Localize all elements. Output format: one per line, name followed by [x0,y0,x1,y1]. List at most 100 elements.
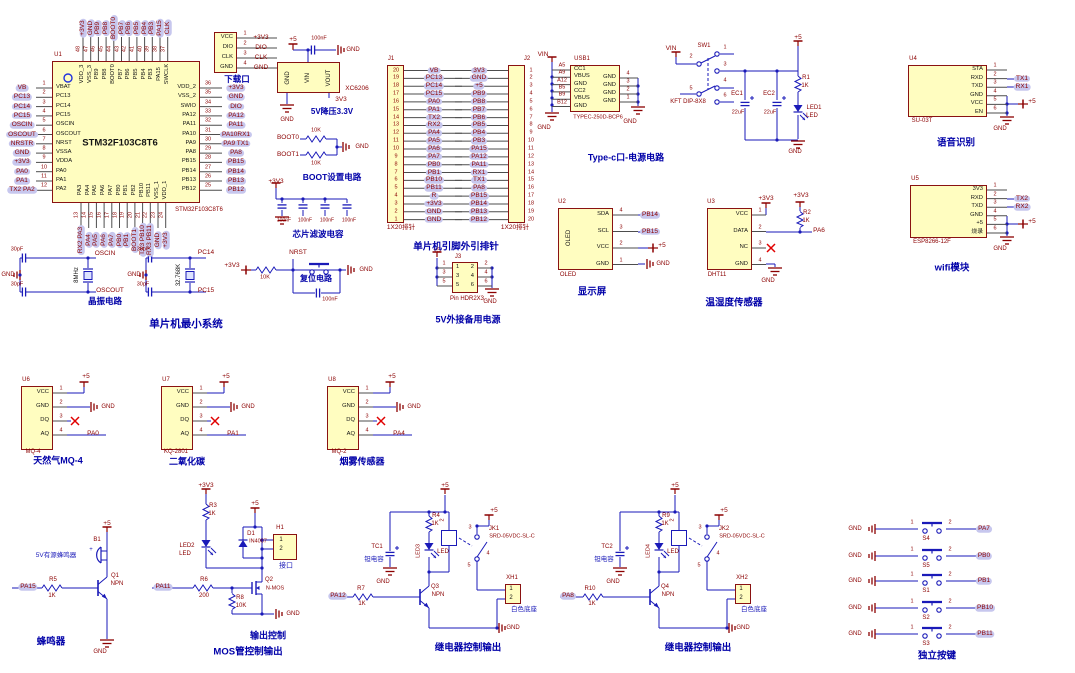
text-label: 3V3 [972,186,983,193]
text-label: VCC [36,389,49,396]
text-label: 接口 [279,562,293,570]
component-H1-header[interactable] [273,534,297,560]
text-label: 18 [111,211,118,219]
text-label: BOOT0 [276,133,300,141]
text-label: GND [603,82,616,89]
text-label: 2 [42,89,46,96]
net-label: +3V3 [226,83,246,92]
text-label: 4 [484,269,488,276]
net-label: PC15 [423,89,445,98]
text-label: TC1 [371,544,383,550]
component-XC6206[interactable] [277,62,340,93]
text-label: R3 [209,503,217,509]
component-U6-MQ4[interactable] [21,386,53,450]
text-label: EC1 [731,91,743,97]
text-label: Pin HDR2X3 [449,296,485,302]
net-label: PA5 [426,136,442,145]
text-label: 9 [42,154,46,161]
text-label: R7 [357,586,365,592]
net-label: PA8 [560,591,576,600]
ref-des: H1 [276,525,284,531]
section-title: 独立按键 [917,650,957,662]
text-label: 2 [948,598,952,605]
component-U4-SU03T[interactable] [908,65,987,117]
net-label: PA0 [14,167,30,175]
text-label: 3 [468,524,472,531]
text-label: PA4 [84,184,91,196]
component-J2[interactable] [508,65,525,223]
text-label: R2 [803,210,811,216]
component-U2-OLED[interactable] [558,208,613,270]
text-label: PA1 [227,429,239,437]
text-label: MQ-2 [331,449,347,455]
component-download-port[interactable] [214,32,237,73]
relay-coil-box[interactable] [441,530,457,546]
text-label: 100nF [322,296,338,303]
text-label: PA15 [156,67,163,81]
net-label: PB7 [470,105,488,113]
component-U5-ESP8266[interactable] [910,185,987,238]
text-label: 2 [243,40,247,47]
net-label: PA6 [426,144,442,153]
net-label: GND [226,93,246,101]
text-label: VCC [735,211,748,218]
text-label: PA10 [182,130,196,137]
text-label: 15 [392,106,400,112]
component-XH-socket[interactable] [735,584,751,604]
text-label: 4 [529,90,533,97]
text-label: 32.768K [176,263,182,287]
net-label: PA11 [153,582,173,591]
component-U7-KQ2801[interactable] [161,386,193,450]
text-label: PC14 [197,248,215,256]
ref-des: U3 [707,199,715,205]
net-label: VB [15,83,29,92]
text-label: DHT11 [707,272,727,278]
text-label: S3 [922,641,930,647]
component-J1[interactable] [387,65,404,223]
relay-coil-box[interactable] [671,530,687,546]
text-label: 6 [993,225,997,232]
text-label: +5 [441,481,449,489]
component-U1-STM32F103C8T6[interactable] [52,61,200,203]
text-label: 3 [59,413,63,420]
section-title: 蜂鸣器 [36,636,66,648]
component-USB1-typec[interactable] [570,65,620,112]
text-label: R6 [200,577,208,583]
text-label: EN [974,109,983,116]
component-XH-socket[interactable] [505,584,521,604]
text-label: + [89,547,93,553]
component-J3[interactable] [452,262,478,293]
net-label: PA1 [14,176,30,185]
section-title: 显示屏 [577,286,607,298]
text-label: 30 [204,136,212,143]
text-label: VCC [176,389,189,396]
net-label: PA15 [18,582,38,591]
text-label: GND [623,119,637,125]
text-label: R4 [432,513,440,519]
section-title: 继电器控制输出 [664,642,732,654]
net-label: 3V3 [471,66,487,74]
section-title: MOS管控制输出 [213,646,283,658]
text-label: +5 [388,372,396,380]
text-label: PC14 [56,102,71,109]
text-label: 1X20排针 [500,223,530,231]
text-label: GND [376,579,390,585]
text-label: Q1 [110,573,120,579]
text-label: 200 [198,593,210,599]
component-U3-DHT11[interactable] [707,208,752,270]
net-label: PA4 [426,129,442,137]
text-label: R10 [584,586,596,592]
net-label: TX1 [1014,74,1030,82]
text-label: 5 [456,282,460,289]
component-U8-MQ2[interactable] [327,386,359,450]
text-label: S2 [922,615,930,621]
net-label: +3V3 [12,158,32,166]
text-label: PB6 [125,68,132,80]
text-label: Q4 [660,584,670,590]
text-label: BOOT1 [276,150,300,158]
text-label: 16 [392,98,400,105]
text-label: 9 [394,153,398,160]
text-label: +3V3 [198,481,214,489]
text-label: 2 [689,53,693,60]
